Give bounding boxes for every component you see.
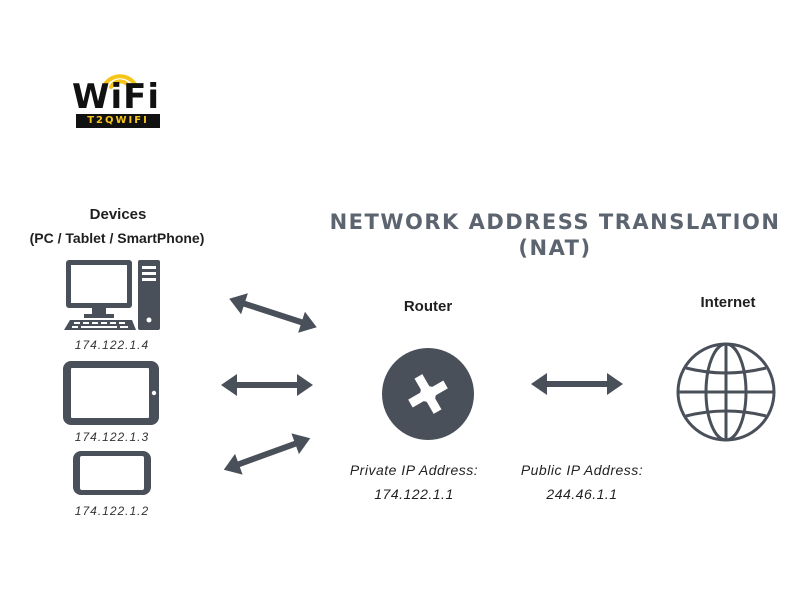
devices-subheading: (PC / Tablet / SmartPhone) [29, 230, 205, 246]
pc-ip-address: 174.122.1.4 [74, 338, 150, 352]
tablet-ip-address: 174.122.1.3 [74, 430, 150, 444]
tablet-icon [63, 361, 159, 425]
smartphone-icon [73, 451, 151, 495]
smartphone-ip-address: 174.122.1.2 [74, 504, 150, 518]
wifi-signal-icon [102, 74, 138, 89]
public-ip-label: Public IP Address: [520, 462, 644, 478]
private-ip-label: Private IP Address: [349, 462, 479, 478]
internet-heading: Internet [700, 294, 756, 311]
logo-word: WiFi [71, 77, 161, 117]
desktop-pc-icon [64, 260, 160, 330]
router-icon [382, 348, 474, 440]
diagram-title-abbrev: (NAT) [518, 236, 592, 260]
devices-heading: Devices [89, 206, 147, 223]
globe-icon [676, 342, 776, 442]
logo-band: T2QWIFI [76, 114, 160, 128]
public-ip-address: 244.46.1.1 [546, 486, 618, 502]
private-ip-address: 174.122.1.1 [374, 486, 454, 502]
diagram-title: NETWORK ADDRESS TRANSLATION [329, 210, 781, 234]
router-heading: Router [403, 298, 453, 315]
